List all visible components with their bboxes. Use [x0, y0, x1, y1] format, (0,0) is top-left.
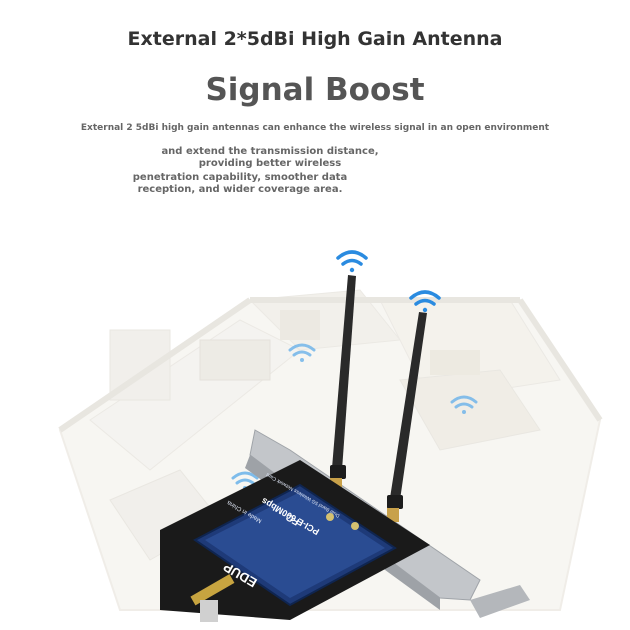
wifi-icon	[450, 395, 478, 414]
house-floorplan	[58, 289, 603, 611]
description-line-2a: and extend the transmission distance,	[161, 146, 379, 157]
antenna-right	[387, 312, 427, 522]
wifi-icon	[288, 343, 316, 362]
description-line-3b: reception, and wider coverage area.	[137, 184, 343, 195]
wifi-icon	[409, 290, 441, 313]
description-line-1: External 2 5dBi high gain antennas can e…	[80, 123, 550, 133]
headline: External 2*5dBi High Gain Antenna	[127, 28, 503, 50]
description-line-3a: penetration capability, smoother data	[132, 172, 348, 183]
description-line-3: penetration capability, smoother data re…	[130, 172, 350, 196]
network-card: EDUP PCI-E 600Mbps Dual Band 5G Wireless…	[160, 460, 430, 622]
page-title: Signal Boost	[205, 72, 425, 108]
description-line-2: and extend the transmission distance, pr…	[160, 146, 380, 170]
description-line-2b: providing better wireless	[198, 158, 342, 169]
wifi-icon	[336, 250, 368, 273]
